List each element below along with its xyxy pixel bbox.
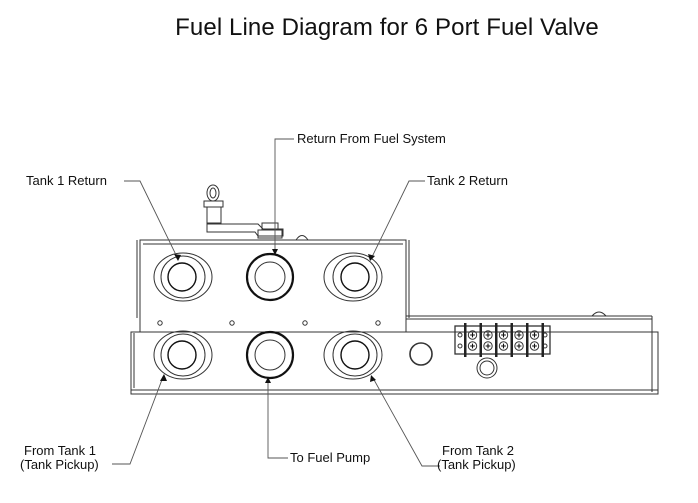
- port-tank-2-return: [323, 252, 383, 302]
- screw-slot: [516, 343, 522, 349]
- screw-slot: [501, 332, 506, 338]
- terminal-divider: [495, 323, 498, 357]
- leader-from-tank-2: [372, 377, 440, 467]
- port-to-fuel-pump: [245, 330, 295, 380]
- leaders: [112, 138, 440, 467]
- grommet: [476, 357, 498, 379]
- terminal-divider: [479, 323, 482, 357]
- selector-knob: [203, 184, 309, 241]
- terminal-screw-icon: [529, 330, 540, 340]
- terminal-end-hole: [457, 343, 463, 349]
- label-from-tank-1: From Tank 1: [24, 443, 96, 458]
- diagram-title: Fuel Line Diagram for 6 Port Fuel Valve: [175, 14, 599, 41]
- terminal-block: [454, 323, 551, 357]
- terminal-end-hole: [457, 332, 463, 338]
- label-from-tank-2: From Tank 2: [442, 443, 514, 458]
- mounting-hole: [302, 320, 308, 326]
- label-from-tank-2-sub: (Tank Pickup): [437, 457, 516, 472]
- terminal-screw-icon: [483, 330, 493, 340]
- terminal-screw-icon: [514, 341, 524, 351]
- mounting-hole: [157, 320, 163, 326]
- arrow-head-icon: [272, 249, 278, 255]
- leader-from-tank-1: [112, 376, 164, 465]
- arrow-head-icon: [160, 374, 167, 381]
- terminal-screw-icon: [529, 341, 540, 351]
- screw-slot: [501, 343, 506, 349]
- leader-to-fuel-pump: [267, 380, 288, 459]
- terminal-screw-icon: [514, 330, 524, 340]
- leader-tank-2-return: [370, 180, 425, 260]
- terminal-screw-icon: [483, 341, 493, 351]
- label-tank-2-return: Tank 2 Return: [427, 173, 508, 188]
- indicator-light: [409, 342, 433, 366]
- leader-return-from-fuel-system: [274, 138, 294, 252]
- label-from-tank-1-sub: (Tank Pickup): [20, 457, 99, 472]
- screw-slot: [532, 343, 537, 349]
- screw-slot: [470, 332, 475, 338]
- terminal-screw-icon: [498, 330, 509, 340]
- screw-slot: [516, 332, 522, 338]
- terminal-divider: [464, 323, 467, 357]
- arrow-head-icon: [174, 254, 181, 261]
- label-return-from-fuel-system: Return From Fuel System: [297, 131, 446, 146]
- arrow-head-icon: [265, 377, 271, 383]
- mounting-hole: [375, 320, 381, 326]
- leader-tank-1-return: [124, 180, 179, 260]
- terminal-divider: [526, 323, 529, 357]
- mounting-hole: [229, 320, 235, 326]
- arrow-head-icon: [370, 375, 376, 382]
- screw-slot: [485, 343, 491, 349]
- terminal-screw-icon: [498, 341, 509, 351]
- port-return-from-fuel-system: [245, 252, 295, 302]
- terminal-screw-icon: [467, 330, 478, 340]
- port-from-tank-2: [323, 330, 383, 380]
- port-tank-1-return: [153, 252, 213, 302]
- label-tank-1-return: Tank 1 Return: [26, 173, 107, 188]
- port-from-tank-1: [153, 330, 213, 380]
- screw-slot: [485, 332, 491, 338]
- arrow-head-icon: [368, 254, 375, 261]
- grommet-inner: [479, 360, 495, 376]
- valve-body: [130, 239, 659, 395]
- label-to-fuel-pump: To Fuel Pump: [290, 450, 370, 465]
- terminal-screw-icon: [467, 341, 478, 351]
- terminal-divider: [541, 323, 544, 357]
- lower-block: [130, 331, 659, 395]
- screw-slot: [532, 332, 537, 338]
- terminal-divider: [510, 323, 513, 357]
- screw-slot: [470, 343, 475, 349]
